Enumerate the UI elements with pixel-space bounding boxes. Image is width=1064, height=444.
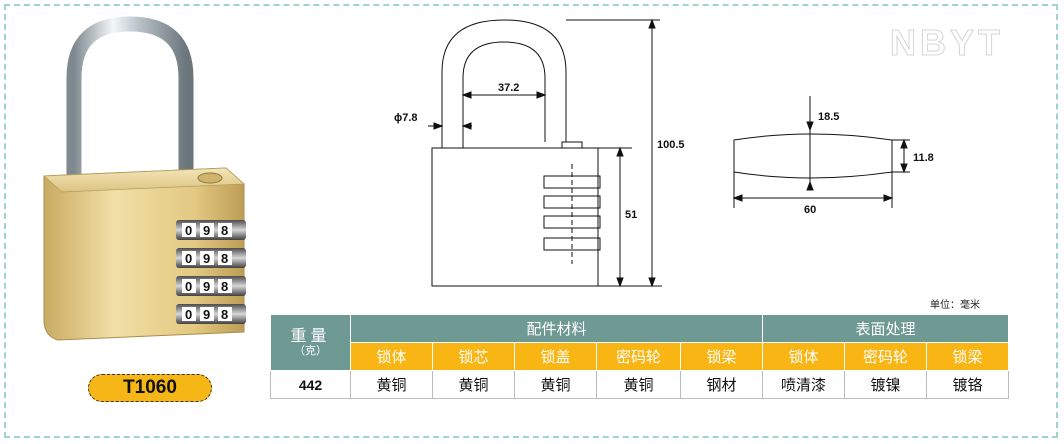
material-value-shackle: 钢材 bbox=[680, 370, 763, 399]
svg-text:0: 0 bbox=[185, 279, 192, 294]
front-view-drawing: 37.2 ϕ7.8 100.5 51 bbox=[394, 18, 685, 288]
svg-text:9: 9 bbox=[203, 279, 210, 294]
combination-dials: 0 9 8 0 9 8 0 9 8 0 9 8 bbox=[176, 220, 246, 324]
svg-text:8: 8 bbox=[221, 223, 228, 238]
material-value-lock-body: 黄铜 bbox=[350, 370, 433, 399]
svg-text:0: 0 bbox=[185, 251, 192, 266]
svg-text:8: 8 bbox=[221, 307, 228, 322]
material-col-code-wheel: 密码轮 bbox=[596, 342, 681, 371]
finish-col-lock-body: 锁体 bbox=[762, 342, 845, 371]
brand-watermark: NBYT bbox=[890, 22, 1004, 64]
unit-note: 单位：毫米 bbox=[930, 300, 980, 311]
finish-value-code-wheel: 镀镍 bbox=[844, 370, 927, 399]
svg-text:0: 0 bbox=[185, 223, 192, 238]
dim-thickness-edge: 11.8 bbox=[913, 152, 934, 164]
dim-shackle-diameter: ϕ7.8 bbox=[394, 112, 418, 124]
weight-unit: （克） bbox=[294, 344, 327, 358]
page-border bbox=[4, 4, 1058, 438]
svg-text:0: 0 bbox=[185, 307, 192, 322]
weight-value: 442 bbox=[270, 370, 351, 399]
material-col-lock-cover: 锁盖 bbox=[514, 342, 597, 371]
svg-text:8: 8 bbox=[221, 279, 228, 294]
padlock-product-image: 0 9 8 0 9 8 0 9 8 0 9 8 bbox=[42, 16, 246, 341]
dim-body-width: 60 bbox=[804, 204, 816, 216]
dim-total-height: 100.5 bbox=[657, 139, 685, 151]
material-col-shackle: 锁梁 bbox=[680, 342, 763, 371]
svg-text:8: 8 bbox=[221, 251, 228, 266]
material-value-lock-core: 黄铜 bbox=[432, 370, 515, 399]
materials-header: 配件材料 bbox=[350, 314, 763, 343]
svg-text:9: 9 bbox=[203, 223, 210, 238]
dim-body-height: 51 bbox=[625, 209, 637, 221]
finish-value-shackle: 镀铬 bbox=[926, 370, 1009, 399]
finish-header: 表面处理 bbox=[762, 314, 1009, 343]
finish-value-lock-body: 喷清漆 bbox=[762, 370, 845, 399]
finish-col-shackle: 锁梁 bbox=[926, 342, 1009, 371]
weight-header-cell: 重量 （克） bbox=[270, 314, 351, 371]
material-col-lock-core: 锁芯 bbox=[432, 342, 515, 371]
finish-col-code-wheel: 密码轮 bbox=[844, 342, 927, 371]
material-value-code-wheel: 黄铜 bbox=[596, 370, 681, 399]
top-view-drawing: 18.5 11.8 60 bbox=[732, 96, 934, 216]
material-col-lock-body: 锁体 bbox=[350, 342, 433, 371]
spec-table: 重量 （克） 配件材料 表面处理 锁体 锁芯 锁盖 密码轮 锁梁 锁体 密码轮 … bbox=[270, 314, 1009, 399]
weight-header: 重量 bbox=[290, 325, 331, 345]
dim-thickness-center: 18.5 bbox=[818, 111, 839, 123]
svg-text:9: 9 bbox=[203, 251, 210, 266]
material-value-lock-cover: 黄铜 bbox=[514, 370, 597, 399]
dim-shackle-inner-width: 37.2 bbox=[498, 82, 519, 94]
model-label: T1060 bbox=[88, 374, 212, 402]
svg-text:9: 9 bbox=[203, 307, 210, 322]
